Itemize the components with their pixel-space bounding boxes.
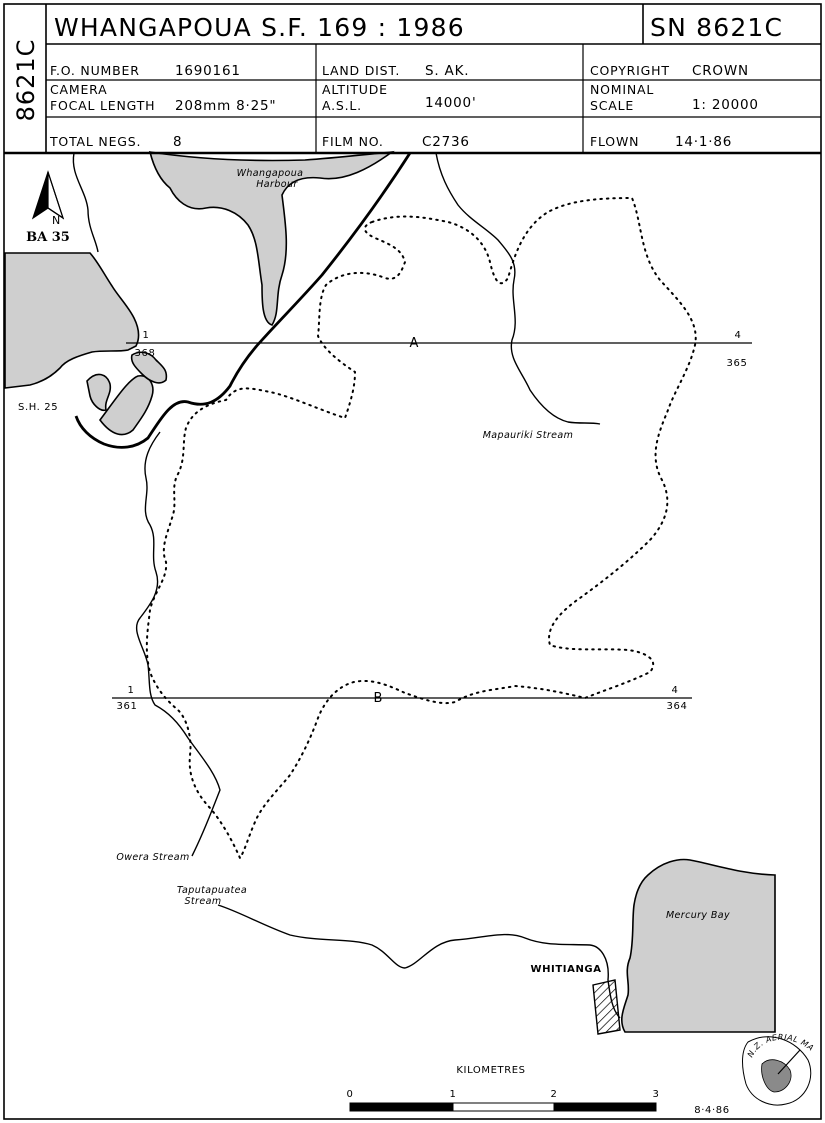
flown-value: 14·1·86 (675, 134, 732, 150)
taputapuatea-label: Taputapuatea (177, 885, 247, 896)
north-letter: N (52, 214, 60, 227)
line-a-end-run: 365 (727, 358, 748, 369)
copyright-value: CROWN (692, 63, 749, 79)
western-bay-water (4, 252, 140, 389)
state-highway-25 (74, 152, 412, 449)
nominal-label: NOMINAL (590, 82, 654, 97)
scale-label: SCALE (590, 98, 634, 113)
film-no-label: FILM NO. (322, 134, 384, 149)
camera-label: CAMERA (50, 82, 108, 97)
inlet-water (98, 375, 154, 436)
whitianga-label: WHITIANGA (530, 964, 601, 975)
fo-number-value: 1690161 (175, 63, 241, 79)
harbour-label: Harbour (256, 179, 298, 190)
owera-stream (135, 431, 221, 857)
whitianga-town-block (592, 979, 621, 1035)
scale-tick-0: 0 (347, 1089, 354, 1100)
altitude-value: 14000' (425, 95, 476, 111)
scale-tick-2: 2 (551, 1089, 558, 1100)
map-area (4, 150, 776, 1035)
scale-tick-1: 1 (450, 1089, 457, 1100)
flown-label: FLOWN (590, 134, 639, 149)
asl-label: A.S.L. (322, 98, 362, 113)
side-code: 8621C (12, 39, 40, 122)
land-dist-value: S. AK. (425, 63, 469, 79)
print-date: 8·4·86 (694, 1105, 729, 1116)
line-b-end-run: 364 (667, 701, 688, 712)
mapauriki-stream (435, 152, 601, 425)
line-b-start-frame: 1 (128, 685, 135, 696)
scale-bar-title: KILOMETRES (456, 1065, 525, 1076)
total-negs-label: TOTAL NEGS. (49, 134, 141, 149)
northwest-stream (72, 152, 99, 253)
line-a-end-frame: 4 (735, 330, 742, 341)
mapauriki-stream-label: Mapauriki Stream (483, 430, 574, 441)
line-b-label: B (374, 691, 383, 706)
small-island-water (130, 351, 168, 384)
map-labels: Whangapoua Harbour S.H. 25 1 368 A 4 365… (18, 168, 747, 975)
taputapuatea-stream (217, 904, 621, 1019)
line-a-start-run: 368 (135, 348, 156, 359)
scale-value: 1: 20000 (692, 97, 759, 113)
taputapuatea-label: Stream (185, 896, 222, 907)
mercury-bay-label: Mercury Bay (666, 910, 730, 921)
forest-boundary (145, 196, 697, 861)
north-arrow-icon: N BA 35 (26, 170, 70, 245)
inlet-water (86, 373, 112, 412)
copyright-label: COPYRIGHT (590, 63, 670, 78)
line-a-start-frame: 1 (143, 330, 150, 341)
owera-stream-label: Owera Stream (116, 852, 189, 863)
whangapoua-harbour-water (148, 150, 395, 326)
ref-code: BA 35 (26, 230, 70, 245)
line-b-end-frame: 4 (672, 685, 679, 696)
fo-number-label: F.O. NUMBER (50, 63, 140, 78)
line-b-start-run: 361 (117, 701, 138, 712)
harbour-label: Whangapoua (237, 168, 304, 179)
mercury-bay-water (621, 858, 776, 1033)
scale-bar: KILOMETRES 0 1 2 3 (347, 1065, 660, 1112)
line-a-label: A (410, 336, 419, 351)
scale-tick-3: 3 (653, 1089, 660, 1100)
highway-label: S.H. 25 (18, 402, 58, 413)
title-block-text: 8621C WHANGAPOUA S.F. 169 : 1986 SN 8621… (12, 13, 783, 150)
sheet-code: SN 8621C (650, 13, 783, 42)
title-block (3, 3, 822, 1120)
sheet-title: WHANGAPOUA S.F. 169 : 1986 (54, 13, 465, 42)
camera-value: 208mm 8·25" (175, 98, 276, 114)
total-negs-value: 8 (173, 134, 182, 150)
focal-length-label: FOCAL LENGTH (50, 98, 155, 113)
film-no-value: C2736 (422, 134, 470, 150)
altitude-label: ALTITUDE (322, 82, 388, 97)
land-dist-label: LAND DIST. (322, 63, 400, 78)
